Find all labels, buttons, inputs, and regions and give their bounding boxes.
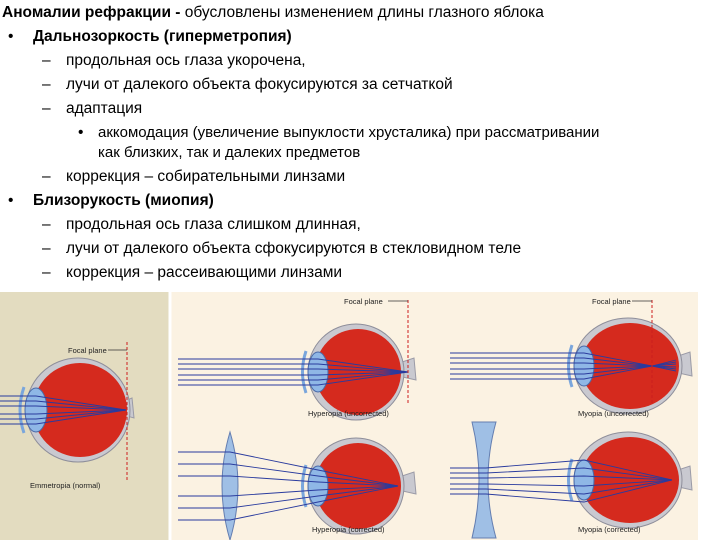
dash-icon: – — [42, 52, 51, 69]
heading-rest: обусловлены изменением длины глазного яб… — [180, 4, 544, 21]
light-rays — [450, 352, 677, 380]
refraction-illustration: Focal plane Emmetropia (normal) Focal pl… — [0, 292, 698, 540]
myopia-item-3: коррекция – рассеивающими линзами — [66, 264, 343, 281]
lens — [307, 465, 329, 507]
lens — [307, 351, 329, 393]
page-heading: Аномалии рефракции - обусловлены изменен… — [2, 2, 544, 24]
hyperopia-item-3: адаптация — [66, 100, 143, 117]
hyperopia-uncorrected-caption: Hyperopia (uncorrected) — [308, 409, 389, 418]
myopia-item-1: продольная ось глаза слишком длинная, — [66, 216, 361, 233]
eyeball — [33, 363, 127, 457]
dash-icon: – — [42, 168, 51, 185]
eyeball — [581, 437, 679, 523]
emmetropia-caption: Emmetropia (normal) — [30, 481, 101, 490]
dash-icon: – — [42, 264, 51, 281]
focal-plane-label: Focal plane — [68, 346, 107, 355]
eye-myopia-uncorrected — [450, 317, 693, 415]
focal-plane-label: Focal plane — [344, 297, 383, 306]
eyeball — [581, 323, 679, 409]
eyeball — [315, 329, 401, 415]
hyperopia-sub-item-line1: аккомодация (увеличение выпуклости хруст… — [98, 124, 600, 141]
light-rays — [450, 459, 673, 503]
myopia-uncorrected-caption: Myopia (uncorrected) — [578, 409, 649, 418]
dash-icon: – — [42, 100, 51, 117]
lens — [24, 387, 48, 433]
dash-icon: – — [42, 76, 51, 93]
hyperopia-title: Дальнозоркость (гиперметропия) — [33, 28, 292, 45]
myopia-corrected-caption: Myopia (corrected) — [578, 525, 641, 534]
eye-emmetropia — [0, 357, 135, 463]
light-rays — [178, 451, 399, 521]
myopia-title: Близорукость (миопия) — [33, 192, 214, 209]
eye-myopia-corrected — [450, 421, 693, 539]
refraction-figure: Focal plane Emmetropia (normal) Focal pl… — [0, 292, 698, 540]
light-rays — [0, 395, 127, 425]
dash-icon: – — [42, 240, 51, 257]
heading-bold: Аномалии рефракции - — [2, 4, 181, 21]
eyeball — [315, 443, 401, 529]
lens — [573, 345, 595, 387]
dash-icon: – — [42, 216, 51, 233]
bullet-icon: • — [8, 28, 14, 45]
hyperopia-corrected-caption: Hyperopia (corrected) — [312, 525, 385, 534]
myopia-item-2: лучи от далекого объекта сфокусируются в… — [66, 240, 522, 257]
hyperopia-correction: коррекция – собирательными линзами — [66, 168, 346, 185]
hyperopia-item-1: продольная ось глаза укорочена, — [66, 52, 306, 69]
focal-plane-label: Focal plane — [592, 297, 631, 306]
bullet-icon: • — [8, 192, 14, 209]
hyperopia-item-2: лучи от далекого объекта фокусируются за… — [66, 76, 453, 93]
eye-hyperopia-uncorrected — [178, 323, 417, 421]
bullet-icon: • — [78, 124, 84, 141]
diverging-lens — [471, 421, 497, 539]
light-rays — [178, 358, 409, 386]
eye-hyperopia-corrected — [178, 430, 417, 540]
hyperopia-sub-item-line2: как близких, так и далеких предметов — [98, 144, 361, 161]
